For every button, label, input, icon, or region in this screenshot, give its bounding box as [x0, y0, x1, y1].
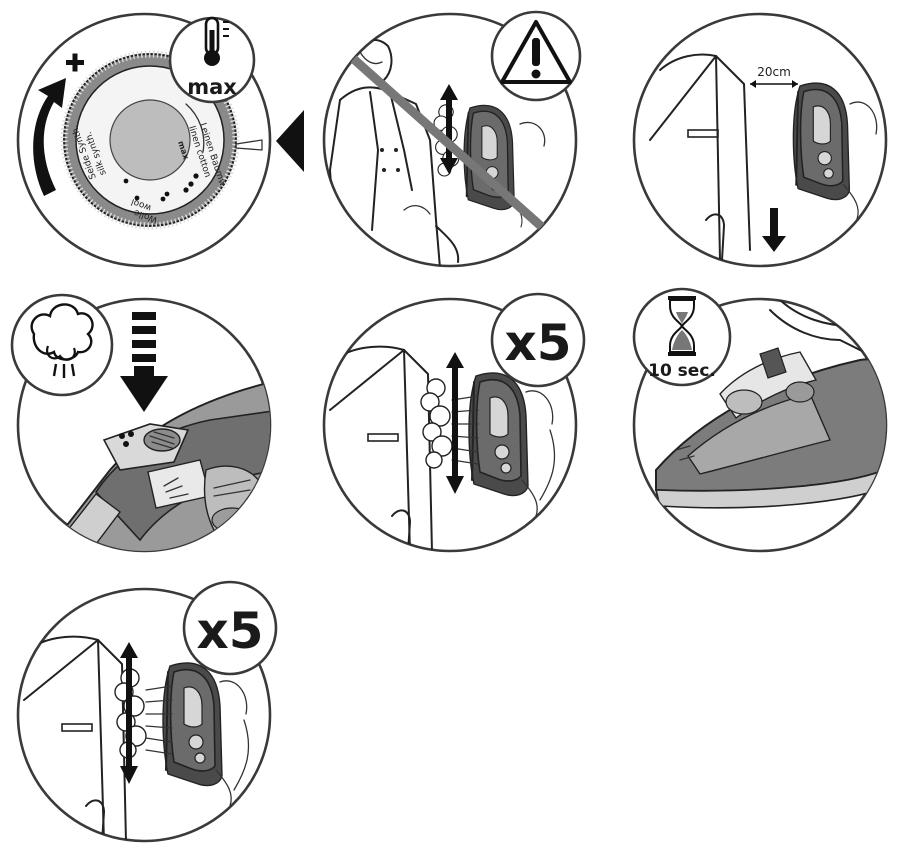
step-distance: 20cm [632, 12, 888, 268]
step-steam-button [10, 293, 272, 553]
step-dial-max: Leinen Baumw. linen cotton max Wolle woo… [16, 12, 304, 268]
step-shot-x5-b: x5 [16, 580, 278, 843]
repeat-label: x5 [504, 314, 571, 372]
hourglass-icon [668, 296, 696, 356]
prohibited-strike [345, 50, 555, 240]
repeat-label: x5 [196, 602, 263, 660]
indicator-triangle-icon [276, 110, 304, 172]
press-arrow-icon [120, 376, 168, 412]
steam-cloud-icon [30, 303, 94, 378]
step-warning [322, 10, 582, 268]
double-arrow-icon [440, 84, 458, 174]
rotate-arrow-icon [33, 78, 66, 196]
double-arrow-icon [446, 352, 464, 494]
step-shot-x5-a: x5 [322, 292, 586, 553]
double-arrow-icon [120, 642, 138, 784]
thermometer-icon [204, 16, 229, 66]
max-label: max [187, 75, 237, 99]
step-wait: 10 sec. [632, 287, 888, 553]
timer-label: 10 sec. [648, 361, 716, 381]
distance-label: 20cm [757, 65, 791, 79]
down-arrow-icon [762, 208, 786, 252]
warning-icon [500, 20, 572, 84]
